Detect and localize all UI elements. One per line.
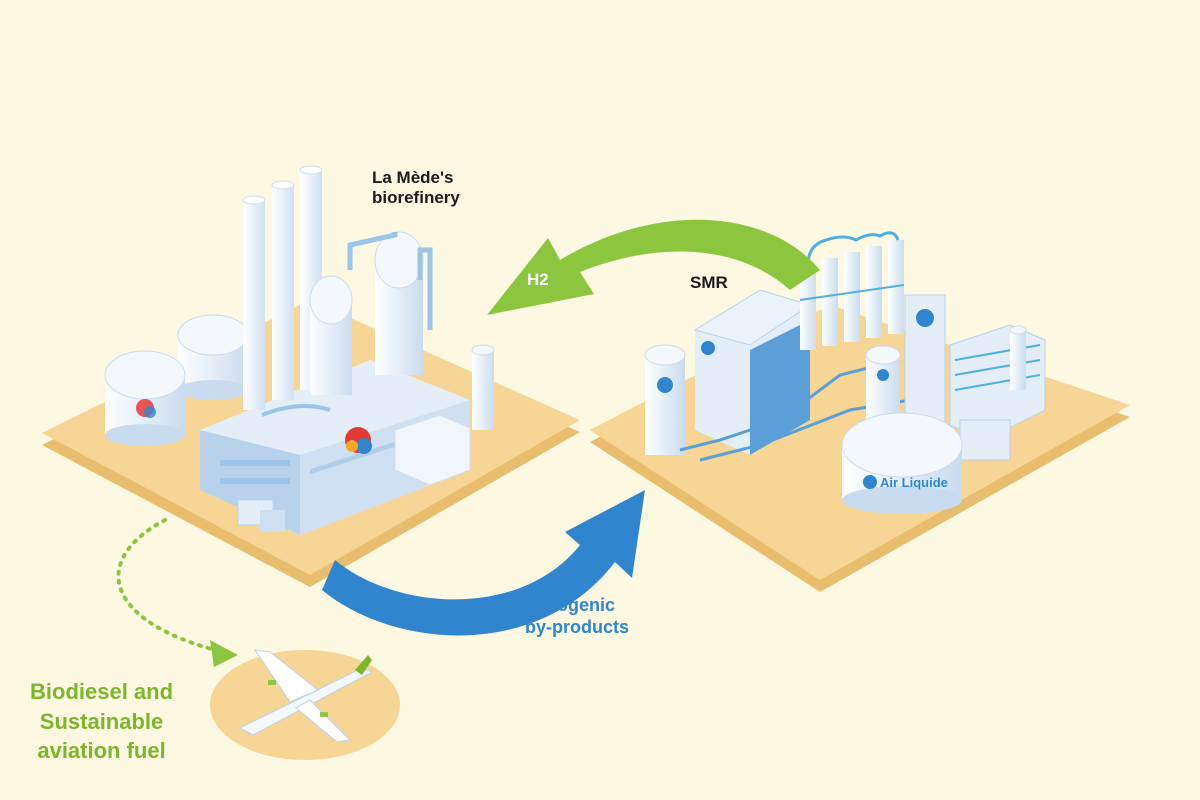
storage-tank xyxy=(177,314,249,400)
biorefinery-label: La Mède's biorefinery xyxy=(372,168,460,208)
air-liquide-logo: Air Liquide xyxy=(880,475,948,490)
vertical-tank xyxy=(1009,325,1027,390)
gas-silo xyxy=(865,345,901,420)
vertical-tank xyxy=(471,344,495,430)
smr-label: SMR xyxy=(690,273,728,292)
distillation-column xyxy=(309,275,353,395)
storage-tank xyxy=(104,350,186,446)
airplane-icon xyxy=(238,649,374,743)
hydrogen-tank xyxy=(644,344,686,455)
fuel-dotted-arrow xyxy=(116,518,238,667)
biogenic-byproducts-label: Biogenic by-products xyxy=(525,595,630,637)
biorefinery-illustration xyxy=(104,165,495,535)
reactor-array xyxy=(799,231,905,350)
totalenergies-logo xyxy=(345,427,372,454)
biodiesel-saf-label: Biodiesel and Sustainable aviation fuel xyxy=(30,679,174,764)
byproducts-arrow xyxy=(322,490,645,636)
distillation-column xyxy=(374,231,424,375)
separation-tower xyxy=(904,294,946,426)
smr-illustration: Air Liquide xyxy=(644,231,1046,514)
smoke-stack xyxy=(242,195,266,410)
air-liquide-dome: Air Liquide xyxy=(841,412,963,514)
h2-arrow xyxy=(487,219,820,315)
h2-label: H2 xyxy=(527,270,549,289)
smoke-stack xyxy=(271,180,295,400)
